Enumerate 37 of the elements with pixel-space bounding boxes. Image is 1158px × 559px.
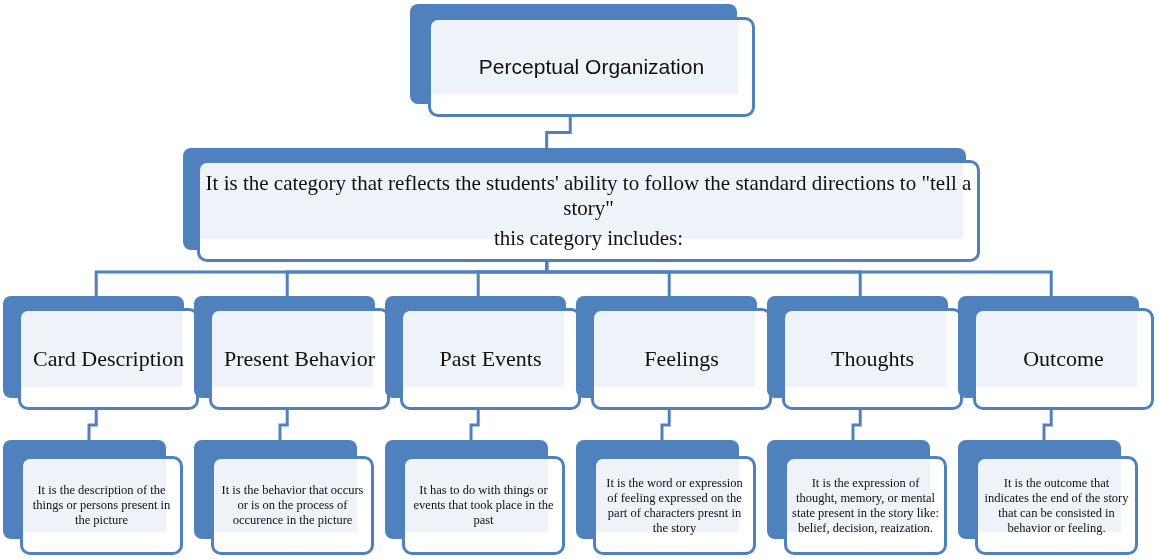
box-text: Card Description [33,345,184,373]
box-text: It is the word or expression of feeling expressed on the part of characters presnt in the story [605,475,744,536]
box-text: Past Events [439,345,542,373]
connector-line [851,410,862,440]
connector-line [87,410,98,440]
box-text: It has to do with things or events that took place in the past [412,483,555,528]
process-box [385,296,581,410]
process-box [958,296,1154,410]
box-text: It is the description of the things or persons present in the picture [31,483,172,528]
connector-line [469,410,480,440]
connector-line [545,262,1053,296]
connector-line [1042,410,1053,440]
box-text: Outcome [1023,345,1104,373]
process-box [385,440,565,555]
connector-line [278,410,289,440]
process-box [410,4,755,117]
box-text: Perceptual Organization [478,54,705,80]
process-box [3,440,183,555]
box-text: It is the outcome that indicates the end of the story that can be consisted in behavior or feeling. [983,475,1130,536]
box-text: It is the category that reflects the students' ability to follow the standard directions to "tell a story" [204,171,973,222]
box-text: It is the behavior that occurs or is on the process of occurence in the picture [220,483,365,528]
process-box [194,296,390,410]
process-box [3,296,199,410]
process-box [576,296,772,410]
connector-line [545,117,572,148]
process-box [958,440,1138,555]
process-box [576,440,756,555]
process-box [767,440,947,555]
box-text: It is the expression of thought, memory, or mental state present in the story like: belief, decision, reaization. [791,475,940,536]
process-box [767,296,963,410]
connector-line [660,410,671,440]
process-box [183,148,980,262]
box-text: Present Behavior [224,345,375,373]
box-text: this category includes: [494,225,683,251]
box-text: Feelings [644,345,719,373]
process-box [194,440,374,555]
box-text: Thoughts [830,345,915,373]
